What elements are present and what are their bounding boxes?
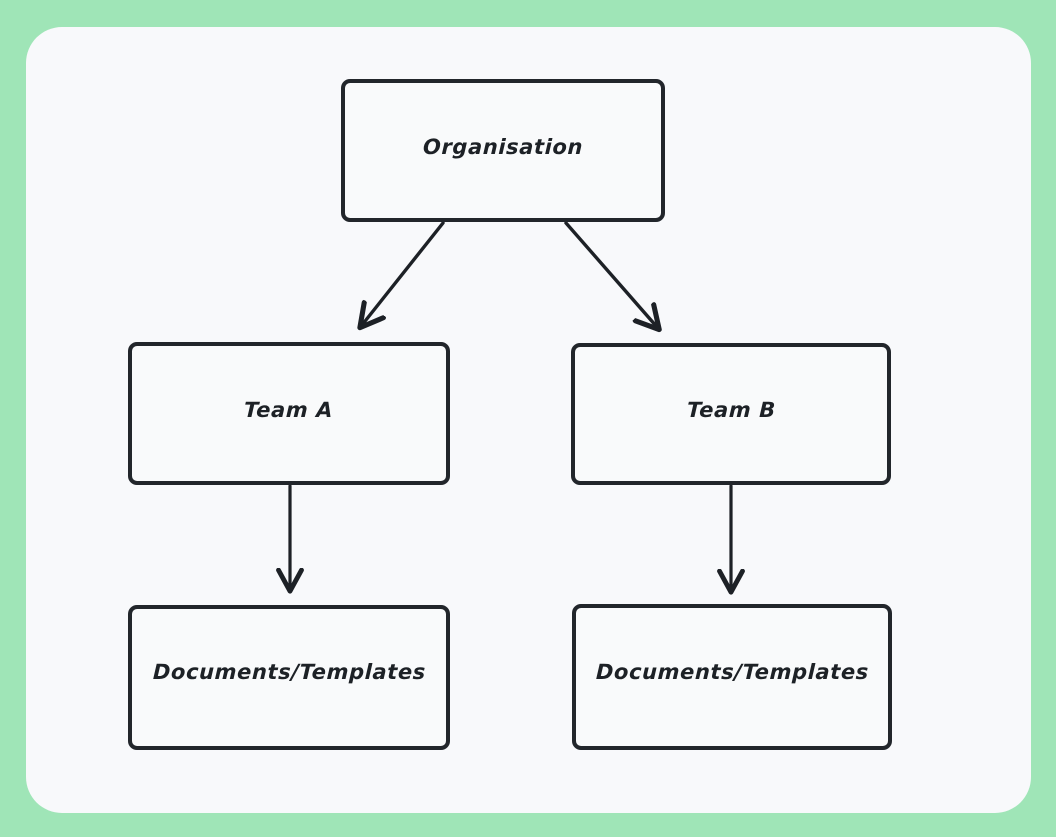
node-documents-templates-a-label: Documents/Templates: [152, 659, 426, 684]
node-team-a[interactable]: Team A: [128, 342, 450, 485]
node-organisation[interactable]: Organisation: [341, 79, 665, 222]
node-team-b[interactable]: Team B: [571, 343, 891, 485]
node-organisation-label: Organisation: [422, 134, 584, 159]
node-documents-templates-b[interactable]: Documents/Templates: [572, 604, 892, 750]
node-documents-templates-a[interactable]: Documents/Templates: [128, 605, 450, 750]
node-team-a-label: Team A: [244, 397, 334, 422]
node-team-b-label: Team B: [686, 398, 776, 423]
node-documents-templates-b-label: Documents/Templates: [595, 660, 869, 685]
